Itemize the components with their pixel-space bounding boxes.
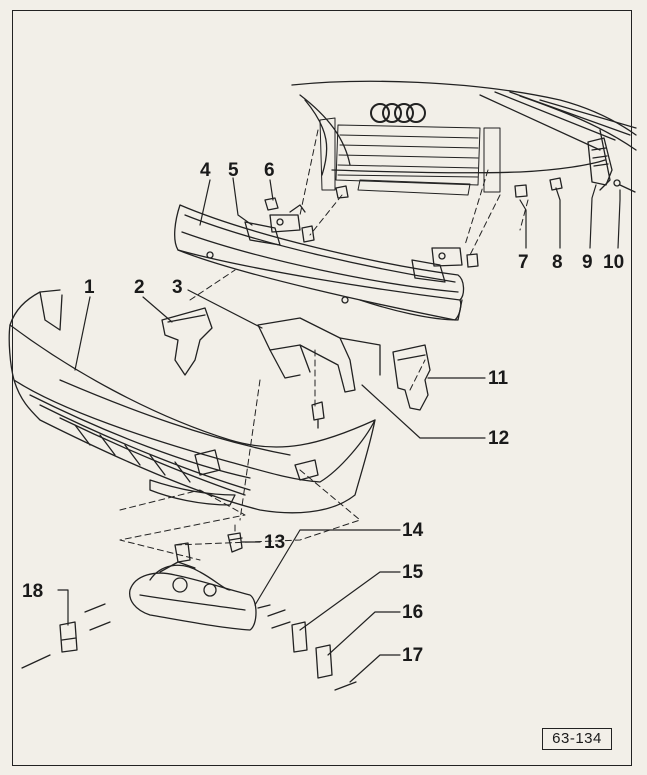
part-1-bumper-cover — [8, 289, 376, 514]
label-part-13: 13 — [264, 532, 285, 553]
part-3-center-bracket — [257, 317, 381, 393]
label-part-18: 18 — [22, 581, 43, 602]
part-13-clip — [227, 532, 243, 553]
label-part-7: 7 — [518, 252, 529, 273]
label-part-17: 17 — [402, 645, 423, 666]
part-15-16-brackets — [291, 621, 333, 679]
label-part-16: 16 — [402, 602, 423, 623]
part-18-bracket — [59, 621, 78, 653]
label-part-3: 3 — [172, 277, 183, 298]
label-part-9: 9 — [582, 252, 593, 273]
part-4-bumper-bar — [174, 204, 465, 321]
assembly-dash-lines — [119, 129, 529, 561]
label-part-4: 4 — [200, 160, 211, 181]
fog-lamp-assembly — [129, 542, 271, 631]
radiator-grille — [319, 117, 501, 196]
car-front-body — [291, 80, 637, 191]
label-part-1: 1 — [84, 277, 95, 298]
part-5-bracket-right — [411, 247, 463, 283]
audi-rings-logo — [370, 103, 426, 123]
figure-reference-code: 63-134 — [542, 728, 612, 750]
center-screw — [311, 401, 325, 429]
part-9-side-guide — [587, 137, 613, 186]
label-part-6: 6 — [264, 160, 275, 181]
label-part-14: 14 — [402, 520, 424, 541]
label-part-5: 5 — [228, 160, 239, 181]
part-number-labels: 1 2 3 4 5 6 7 8 9 10 11 12 13 14 15 16 1… — [22, 160, 624, 666]
part-7-8-nuts — [335, 177, 563, 199]
part-2-guide — [161, 307, 213, 376]
fog-lamp-screws — [21, 603, 357, 691]
part-11-guide — [392, 344, 431, 411]
label-part-12: 12 — [488, 428, 509, 449]
part-10-screw — [613, 179, 636, 193]
diagram-frame — [12, 10, 632, 766]
part-5-bracket-left — [244, 204, 306, 246]
label-part-8: 8 — [552, 252, 563, 273]
leader-lines — [57, 177, 621, 683]
label-part-2: 2 — [134, 277, 145, 298]
label-part-10: 10 — [603, 252, 624, 273]
label-part-15: 15 — [402, 562, 424, 583]
part-6-nut — [264, 197, 479, 268]
label-part-11: 11 — [488, 368, 509, 389]
